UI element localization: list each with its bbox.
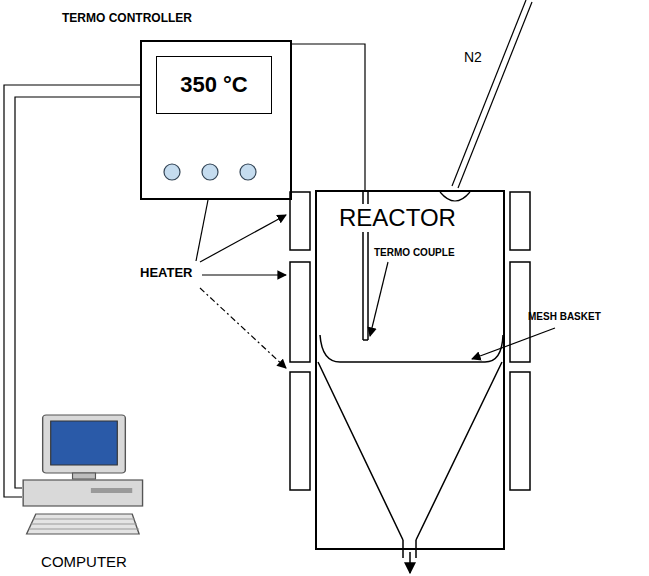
leader-arrow	[472, 328, 555, 359]
computer-drawing	[22, 412, 146, 572]
heater-arrows	[200, 215, 286, 368]
heater-wire	[196, 200, 208, 261]
leader-arrow	[370, 262, 388, 336]
wire-line	[292, 44, 365, 190]
part-label: HEATER	[140, 266, 192, 280]
computer-icon: COMPUTER	[22, 412, 146, 572]
nitrogen-inlet	[440, 0, 532, 201]
node-text: COMPUTER	[22, 553, 146, 570]
node-text: TERMO CONTROLLER	[62, 11, 192, 25]
wire-line	[4, 85, 140, 497]
mesh-basket	[318, 335, 503, 558]
outlet-arrow	[409, 552, 411, 573]
wire-line	[15, 97, 140, 488]
display-screen: 350 °C	[156, 56, 272, 114]
node-text: REACTOR	[337, 204, 458, 232]
gas-label: N2	[464, 50, 482, 65]
node-text: 350 °C	[180, 72, 248, 98]
reactor-vessel: REACTOR	[315, 190, 505, 550]
wire-connector	[292, 44, 365, 190]
part-label: MESH BASKET	[528, 311, 601, 322]
heater-bar	[290, 192, 530, 490]
wire-connector	[4, 85, 140, 497]
controller-button	[164, 164, 256, 180]
controller-box: TERMO CONTROLLER350 °C	[140, 40, 292, 200]
part-label: TERMO COUPLE	[374, 247, 455, 258]
